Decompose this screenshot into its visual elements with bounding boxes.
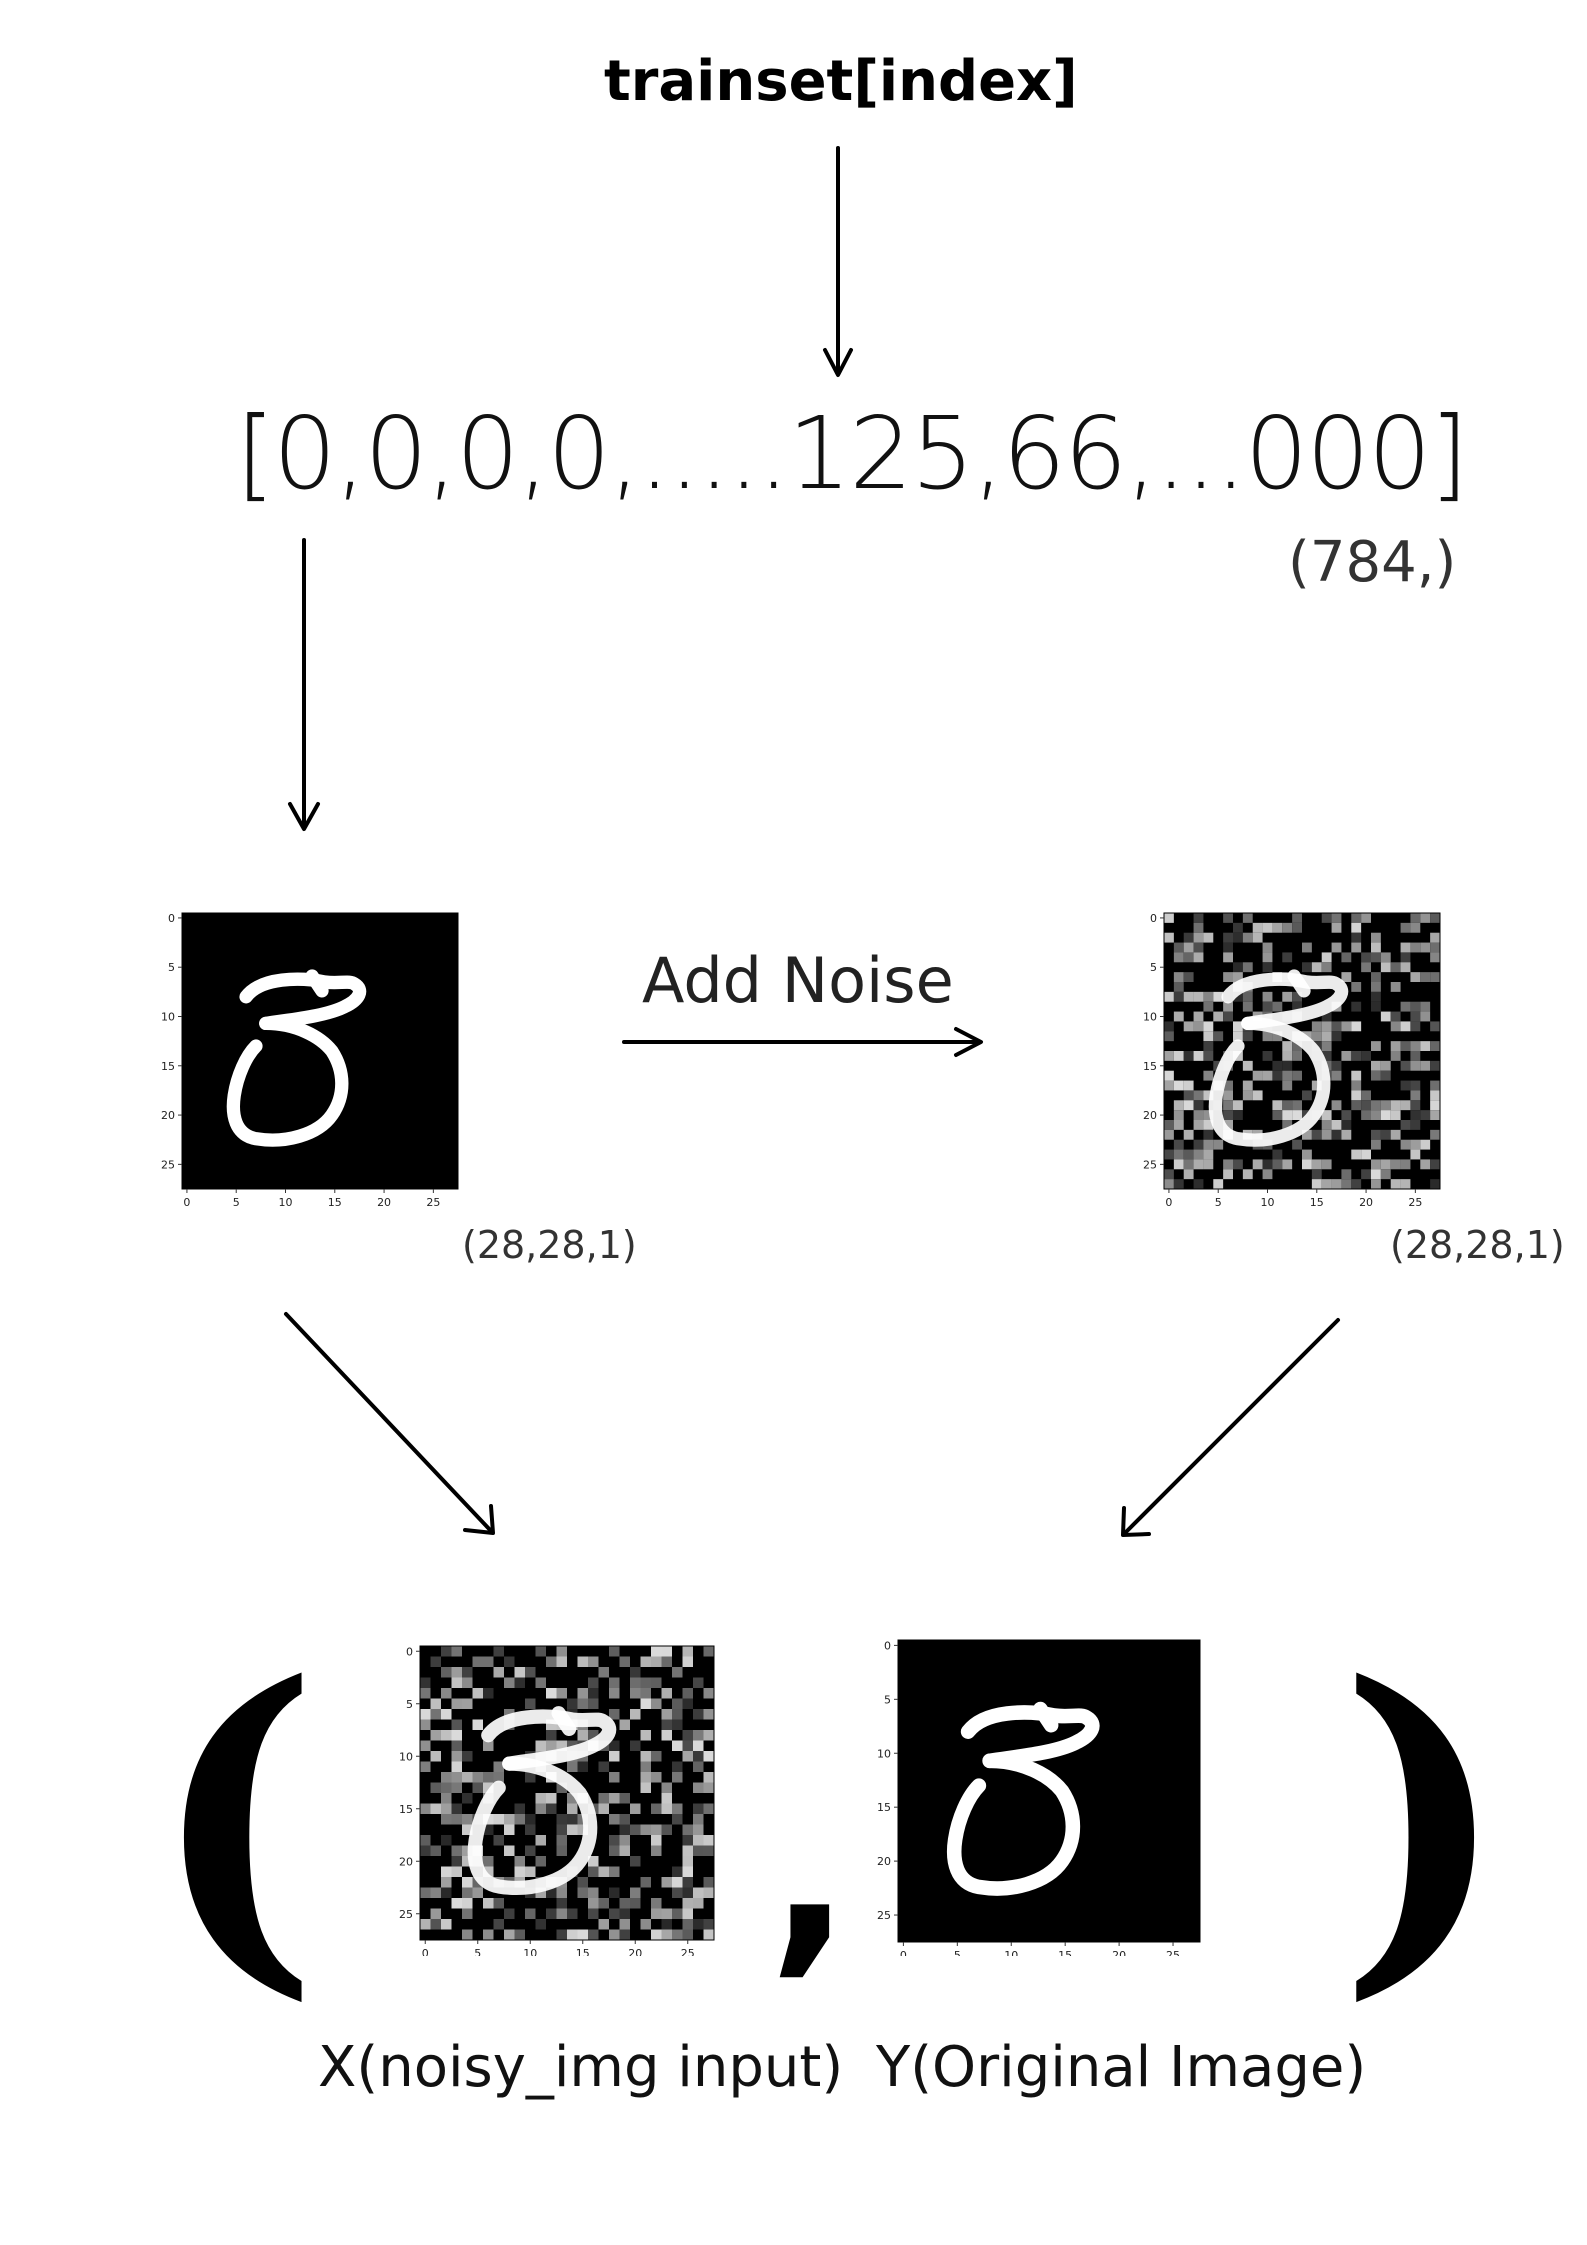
y-tick-label: 10 xyxy=(161,1011,175,1024)
image-frame xyxy=(181,912,459,1190)
y-tick-label: 5 xyxy=(1150,961,1157,974)
y-tick-label: 25 xyxy=(161,1158,175,1171)
y-tick-label: 5 xyxy=(168,961,175,974)
y-tick-label: 20 xyxy=(877,1855,891,1868)
x-tick-label: 5 xyxy=(474,1947,481,1956)
noisy-image-plot: 0 5 10 15 20 25 0 5 10 15 20 25 xyxy=(1143,912,1441,1209)
caption-y: Y(Original Image) xyxy=(876,2035,1367,2100)
y-tick-label: 0 xyxy=(406,1645,413,1658)
image-shape-label-right: (28,28,1) xyxy=(1390,1223,1565,1267)
y-tick-label: 20 xyxy=(399,1855,413,1868)
add-noise-label: Add Noise xyxy=(642,944,954,1017)
x-tick-label: 10 xyxy=(523,1947,537,1956)
x-tick-label: 15 xyxy=(328,1196,342,1209)
digit-stroke xyxy=(946,1701,1100,1896)
y-tick-label: 15 xyxy=(399,1803,413,1816)
x-tick-label: 0 xyxy=(900,1949,907,1956)
arrow-original-to-x xyxy=(284,1312,495,1535)
x-tick-label: 10 xyxy=(1261,1196,1275,1209)
y-tick-label: 25 xyxy=(1143,1158,1157,1171)
x-tick-label: 0 xyxy=(422,1947,429,1956)
arrow-add-noise xyxy=(622,1027,983,1057)
y-tick-label: 5 xyxy=(406,1698,413,1711)
x-tick-label: 25 xyxy=(426,1196,440,1209)
x-tick-label: 20 xyxy=(377,1196,391,1209)
tuple-comma: , xyxy=(768,1742,852,1998)
arrow-title-to-array xyxy=(823,146,853,377)
x-tick-label: 20 xyxy=(628,1947,642,1956)
title: trainset[index] xyxy=(604,49,1078,114)
x-tick-label: 15 xyxy=(576,1947,590,1956)
y-tick-label: 15 xyxy=(877,1801,891,1814)
x-tick-label: 0 xyxy=(183,1196,190,1209)
x-tick-label: 20 xyxy=(1112,1949,1126,1956)
x-tick-label: 5 xyxy=(1215,1196,1222,1209)
tuple-open-paren: ( xyxy=(150,1608,321,2031)
x-tick-label: 25 xyxy=(1408,1196,1422,1209)
x-tick-label: 25 xyxy=(1166,1949,1180,1956)
noise-pixels xyxy=(1164,913,1440,1189)
image-background xyxy=(898,1640,1200,1942)
x-tick-label: 15 xyxy=(1058,1949,1072,1956)
x-tick-label: 15 xyxy=(1310,1196,1324,1209)
y-tick-label: 10 xyxy=(1143,1011,1157,1024)
x-noisy-image-plot: 0 5 10 15 20 25 0 5 10 15 20 25 xyxy=(399,1645,715,1956)
x-tick-label: 5 xyxy=(954,1949,961,1956)
y-tick-label: 0 xyxy=(168,912,175,925)
image-frame xyxy=(897,1639,1201,1943)
arrow-array-to-image xyxy=(288,538,320,831)
image-frame xyxy=(1163,912,1441,1190)
y-tick-label: 25 xyxy=(877,1909,891,1922)
x-tick-label: 0 xyxy=(1165,1196,1172,1209)
y-tick-label: 15 xyxy=(1143,1060,1157,1073)
x-tick-label: 25 xyxy=(681,1947,695,1956)
digit-stroke xyxy=(467,1706,617,1895)
array-shape-label: (784,) xyxy=(1288,530,1457,595)
y-tick-label: 20 xyxy=(1143,1109,1157,1122)
image-frame xyxy=(419,1645,715,1941)
y-original-image-plot: 0 5 10 15 20 25 0 5 10 15 20 25 xyxy=(877,1639,1201,1956)
tuple-close-paren: ) xyxy=(1338,1608,1509,2031)
x-tick-label: 10 xyxy=(279,1196,293,1209)
y-tick-label: 0 xyxy=(884,1639,891,1652)
image-shape-label-left: (28,28,1) xyxy=(462,1223,637,1267)
x-tick-label: 5 xyxy=(233,1196,240,1209)
y-tick-label: 25 xyxy=(399,1908,413,1921)
array-text: [0,0,0,0,.....125,66,...000] xyxy=(236,395,1469,512)
y-tick-label: 10 xyxy=(877,1747,891,1760)
arrow-noisy-to-y xyxy=(1121,1318,1340,1537)
original-image-plot: 0 5 10 15 20 25 0 5 10 15 20 25 xyxy=(161,912,459,1209)
noise-pixels xyxy=(420,1646,714,1940)
y-tick-label: 15 xyxy=(161,1060,175,1073)
y-tick-label: 0 xyxy=(1150,912,1157,925)
digit-stroke xyxy=(1208,969,1349,1147)
y-tick-label: 5 xyxy=(884,1693,891,1706)
y-tick-label: 20 xyxy=(161,1109,175,1122)
x-tick-label: 20 xyxy=(1359,1196,1373,1209)
x-tick-label: 10 xyxy=(1004,1949,1018,1956)
digit-stroke xyxy=(226,969,367,1147)
image-background xyxy=(182,913,458,1189)
caption-x: X(noisy_img input) xyxy=(318,2035,844,2100)
y-tick-label: 10 xyxy=(399,1750,413,1763)
